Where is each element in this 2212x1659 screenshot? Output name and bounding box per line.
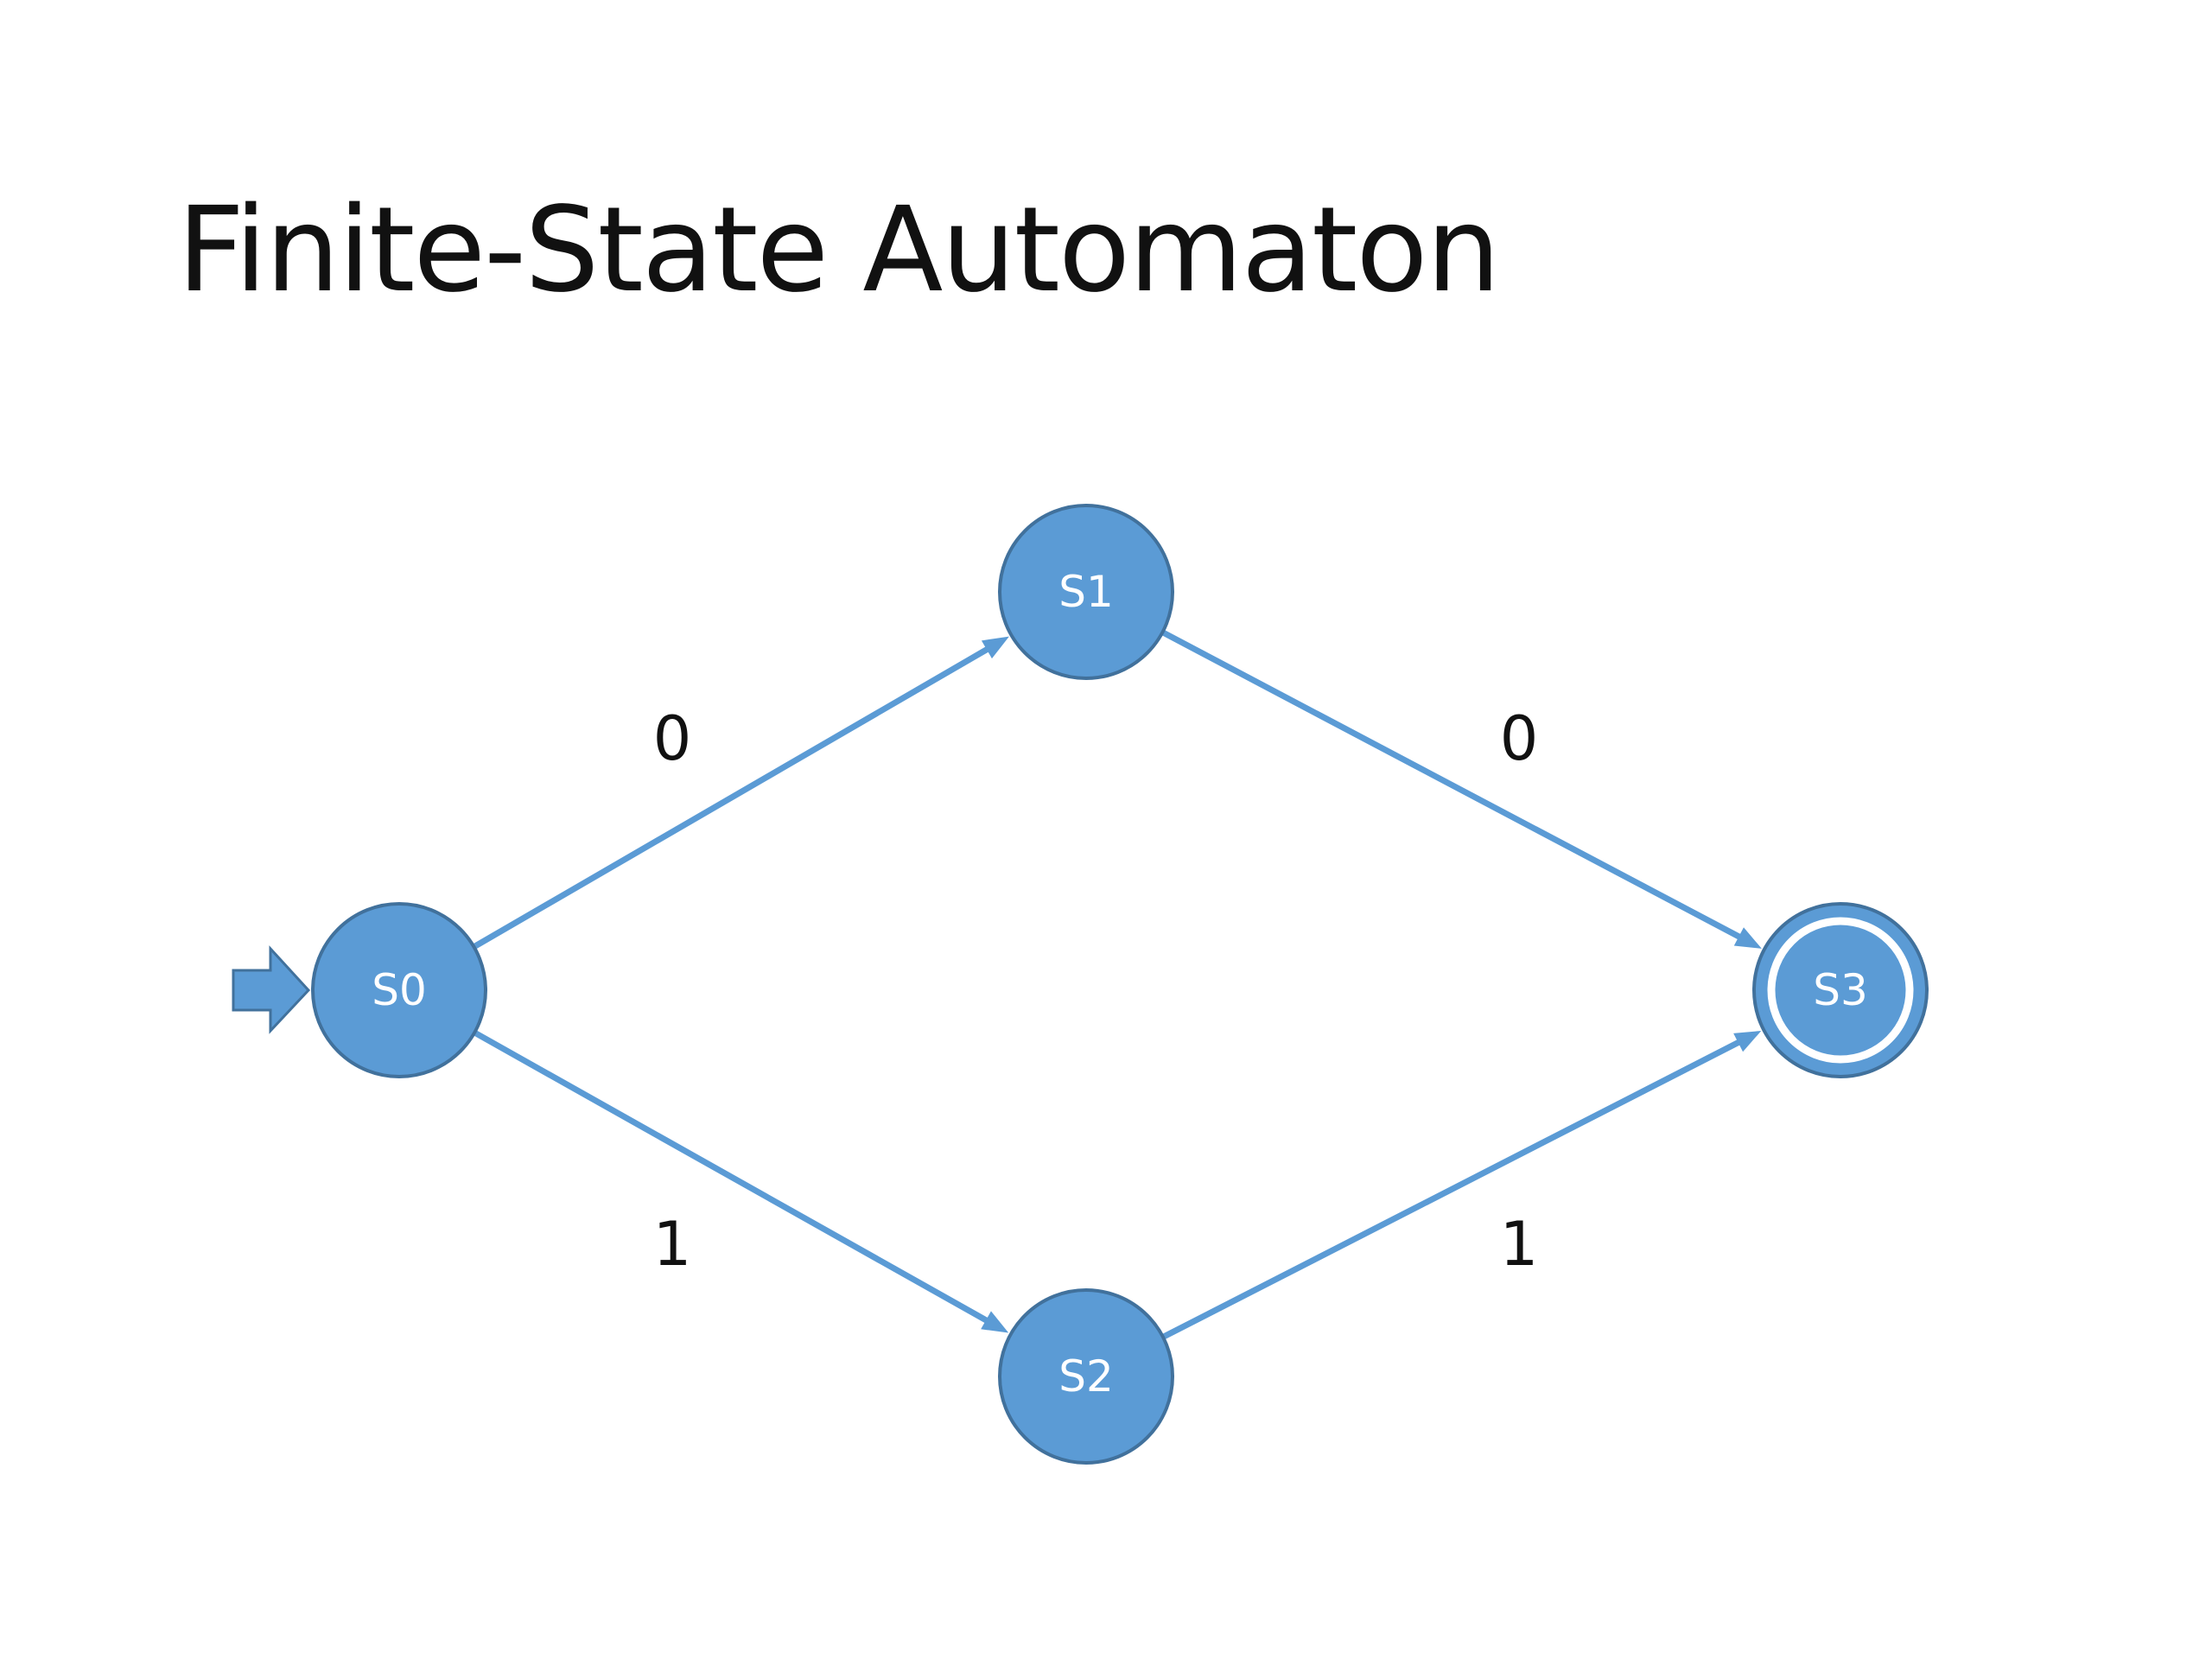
start-indicator-layer [232, 945, 311, 1034]
slide-title: Finite-State Automaton [177, 182, 1501, 319]
transition-s0-s1 [472, 636, 1009, 950]
transition-line [472, 645, 992, 950]
transition-line [1161, 1038, 1743, 1340]
arrowhead-icon [1733, 927, 1762, 949]
transition-s0-s2 [473, 1029, 1009, 1333]
arrowhead-icon [1733, 1030, 1762, 1052]
state-circle [998, 1288, 1174, 1465]
state-circle [1752, 902, 1929, 1078]
state-node-s2: S2 [998, 1288, 1174, 1465]
start-arrow-icon [232, 945, 311, 1034]
transition-line [1160, 629, 1744, 941]
transition-symbol-label: 0 [1500, 703, 1539, 774]
state-node-s3: S3 [1752, 902, 1929, 1078]
transition-line [473, 1029, 991, 1325]
state-label: S2 [1058, 1351, 1114, 1402]
state-circle [311, 902, 487, 1078]
state-node-s1: S1 [998, 504, 1174, 680]
state-label: S1 [1058, 567, 1114, 617]
arrowhead-icon [981, 636, 1009, 659]
state-label: S0 [372, 965, 427, 1015]
transition-symbol-label: 1 [653, 1209, 692, 1280]
transition-symbol-label: 1 [1500, 1209, 1539, 1280]
state-node-s0: S0 [311, 902, 487, 1078]
transition-s1-s3 [1160, 629, 1762, 949]
state-label: S3 [1813, 965, 1868, 1015]
transition-s2-s3 [1161, 1030, 1762, 1340]
transitions-layer [472, 629, 1762, 1340]
accept-state-ring [1767, 917, 1914, 1064]
state-circle [998, 504, 1174, 680]
transition-symbol-label: 0 [653, 703, 692, 774]
transition-labels-layer: 0 0 1 1 [653, 703, 1539, 1280]
arrowhead-icon [981, 1311, 1009, 1333]
